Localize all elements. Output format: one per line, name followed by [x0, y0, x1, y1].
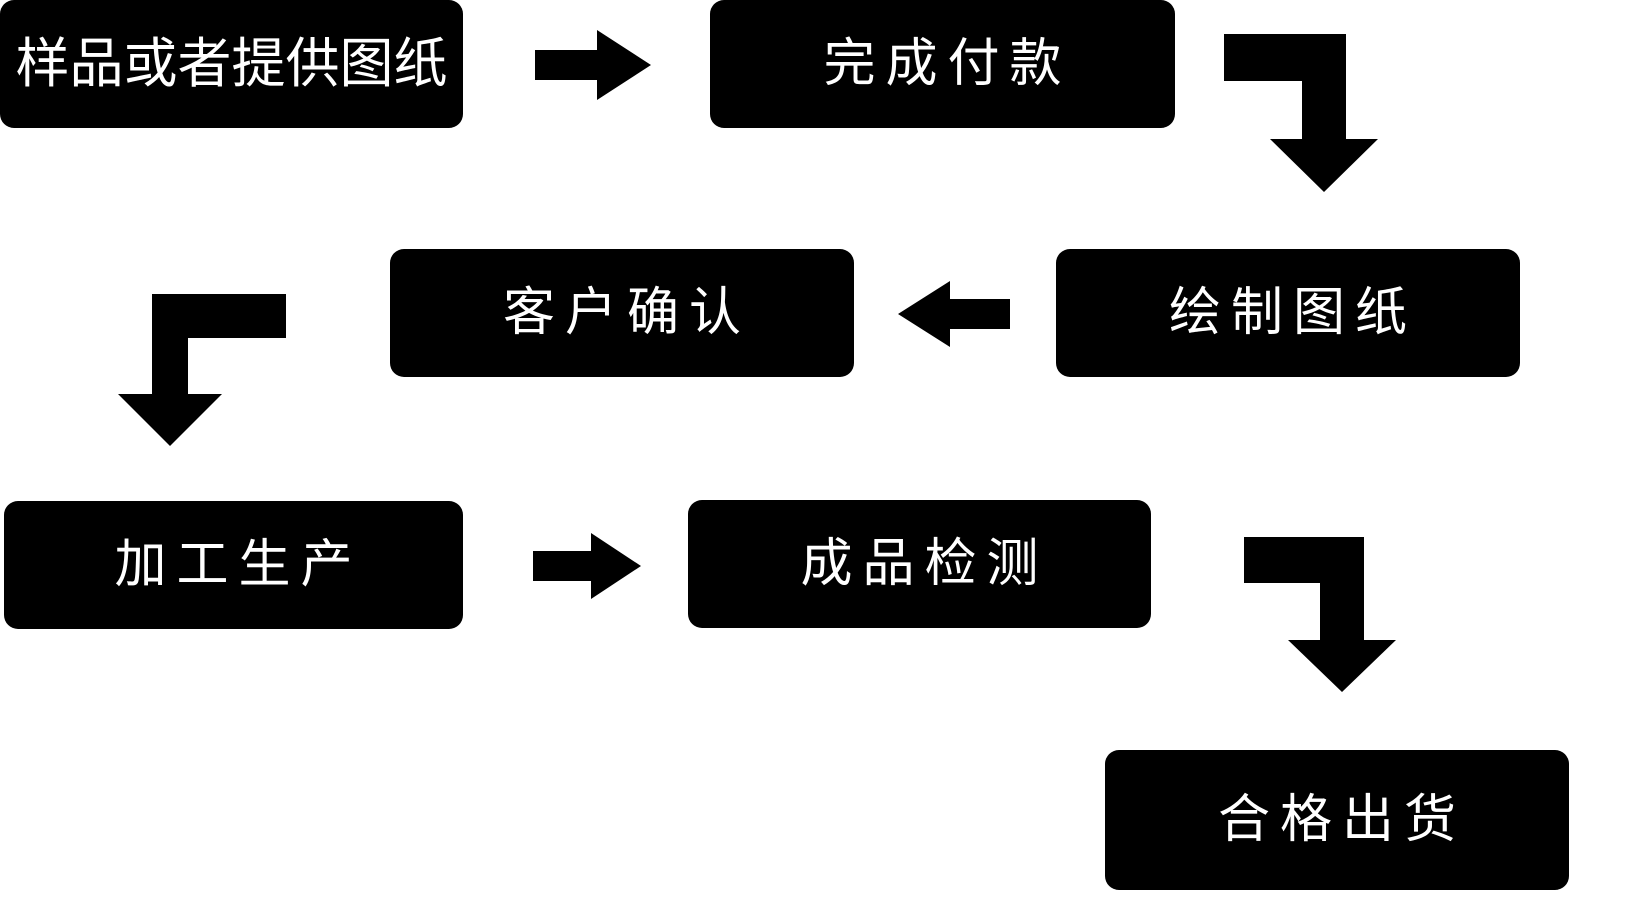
flow-node-label: 加工生产	[114, 535, 363, 595]
flow-node-label: 客户确认	[502, 283, 751, 343]
flow-node-sample-or-drawing[interactable]: 样品或者提供图纸	[0, 0, 463, 128]
flow-node-label: 绘制图纸	[1168, 283, 1417, 343]
flow-node-label: 样品或者提供图纸	[15, 32, 448, 95]
arrow-elbow-left-down-icon	[118, 294, 286, 446]
flow-node-product-inspection[interactable]: 成品检测	[688, 500, 1151, 628]
arrow-right-icon	[533, 533, 641, 599]
flow-node-draw-drawing[interactable]: 绘制图纸	[1056, 249, 1520, 377]
arrow-elbow-right-down-icon	[1244, 537, 1412, 692]
flow-node-customer-confirm[interactable]: 客户确认	[390, 249, 854, 377]
flow-node-complete-payment[interactable]: 完成付款	[710, 0, 1175, 128]
flow-node-label: 成品检测	[800, 534, 1049, 594]
flow-node-qualified-shipment[interactable]: 合格出货	[1105, 750, 1569, 890]
flow-node-label: 完成付款	[823, 34, 1072, 94]
flow-node-label: 合格出货	[1217, 790, 1466, 850]
arrow-left-icon	[898, 281, 1010, 347]
arrow-right-icon	[535, 30, 651, 100]
arrow-elbow-right-down-icon	[1224, 34, 1396, 192]
flow-node-production[interactable]: 加工生产	[4, 501, 463, 629]
